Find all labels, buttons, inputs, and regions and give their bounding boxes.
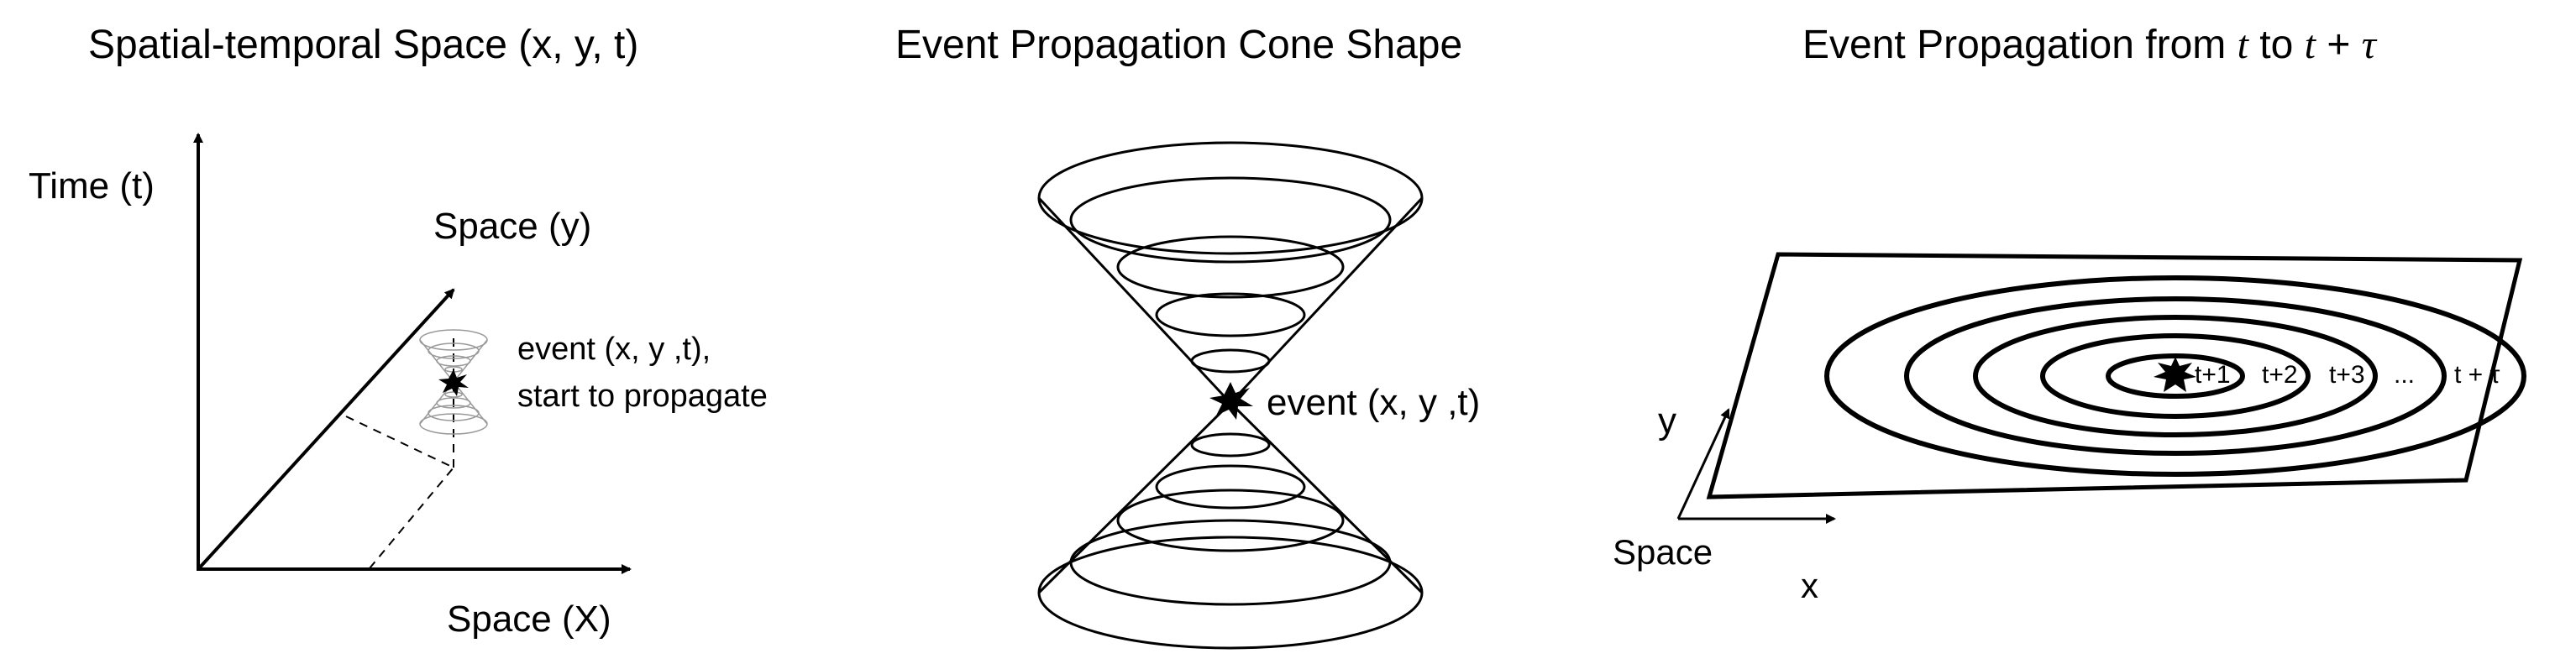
- title-tau: τ: [2361, 23, 2376, 67]
- axis-label-x: x: [1801, 566, 1818, 605]
- spatial-diagram: Time (t) Space (y) Space (X) event (x, y…: [29, 133, 768, 640]
- propagation-diagram: t+1 t+2 t+3 ... t + τ y Space x: [1613, 252, 2526, 605]
- axis-label-time: Time (t): [29, 165, 155, 207]
- title-prefix: Event Propagation from: [1802, 23, 2238, 67]
- axis-label-y: y: [1658, 400, 1676, 442]
- ring-label-3: t+3: [2329, 361, 2365, 389]
- propagation-rings: [1824, 275, 2526, 477]
- cone-event-label: event (x, y ,t): [1267, 382, 1480, 423]
- event-burst-icon: [1209, 382, 1253, 420]
- title-t: t: [2237, 23, 2248, 67]
- title-t2: t: [2304, 23, 2316, 67]
- axis-label-space-y: Space (y): [433, 206, 591, 247]
- panel-title-cone: Event Propagation Cone Shape: [895, 23, 1463, 67]
- ring-label-tau: t + τ: [2454, 361, 2500, 389]
- axis-label-space: Space: [1613, 532, 1713, 572]
- space-y-axis: [197, 288, 455, 571]
- event-label-line1: event (x, y ,t),: [517, 332, 711, 367]
- projection-lines: [345, 416, 455, 569]
- event-label-line2: start to propagate: [517, 379, 768, 414]
- panel-cone-shape: Event Propagation Cone Shape event (x, y…: [840, 0, 1596, 664]
- axis-y-arrow: [1676, 408, 1730, 520]
- lower-cone: [1037, 401, 1424, 650]
- ring-label-1: t+1: [2195, 361, 2231, 389]
- panel-title-spatial: Spatial-temporal Space (x, y, t): [88, 23, 639, 67]
- title-plus: +: [2316, 23, 2362, 67]
- axis-label-space-x: Space (X): [447, 599, 611, 640]
- ring-label-2: t+2: [2262, 361, 2298, 389]
- panel-title-propagation: Event Propagation from t to t + τ: [1802, 22, 2376, 68]
- cone-diagram: event (x, y ,t): [1037, 141, 1480, 650]
- title-mid: to: [2248, 23, 2305, 67]
- panel-spatial-temporal: Spatial-temporal Space (x, y, t) Tim: [0, 0, 840, 664]
- upper-cone: [1037, 141, 1424, 405]
- ring-label-ellipsis: ...: [2394, 361, 2415, 389]
- event-burst-icon: [2154, 357, 2196, 392]
- event-burst-icon: [438, 369, 469, 396]
- panel-propagation: Event Propagation from t to t + τ t+1 t+…: [1596, 0, 2576, 664]
- space-plane: [1706, 252, 2523, 499]
